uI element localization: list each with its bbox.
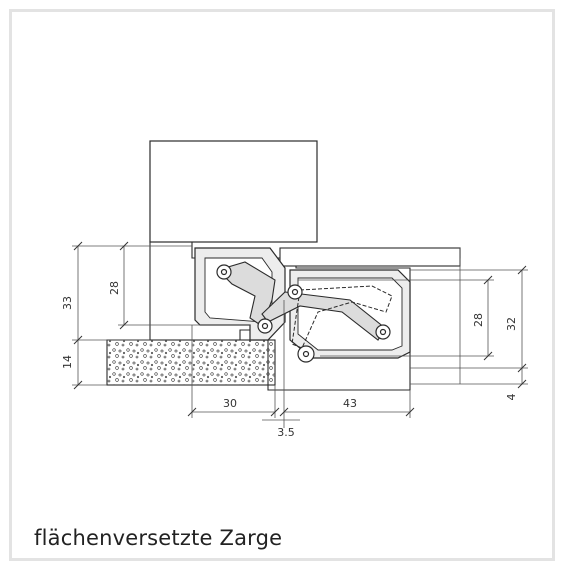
dimension-ticks — [73, 241, 527, 417]
pivot-pins — [216, 264, 391, 363]
door-leaf — [149, 140, 318, 243]
hinge-arm-3 — [291, 285, 393, 349]
dim-4: 4 — [505, 394, 518, 401]
dim-30: 30 — [223, 397, 237, 410]
figure-caption: flächenversetzte Zarge — [34, 526, 283, 550]
wall-material — [106, 339, 276, 386]
frame-bar — [279, 247, 461, 267]
dim-28-left: 28 — [108, 281, 121, 295]
dim-14: 14 — [61, 355, 74, 369]
dim-32: 32 — [505, 317, 518, 331]
dim-33: 33 — [61, 296, 74, 310]
hinge-arm-2 — [261, 291, 386, 341]
dim-43: 43 — [343, 397, 357, 410]
dimension-lines — [72, 245, 528, 428]
dim-28-right: 28 — [472, 313, 485, 327]
dim-3-5: 3.5 — [277, 426, 295, 439]
